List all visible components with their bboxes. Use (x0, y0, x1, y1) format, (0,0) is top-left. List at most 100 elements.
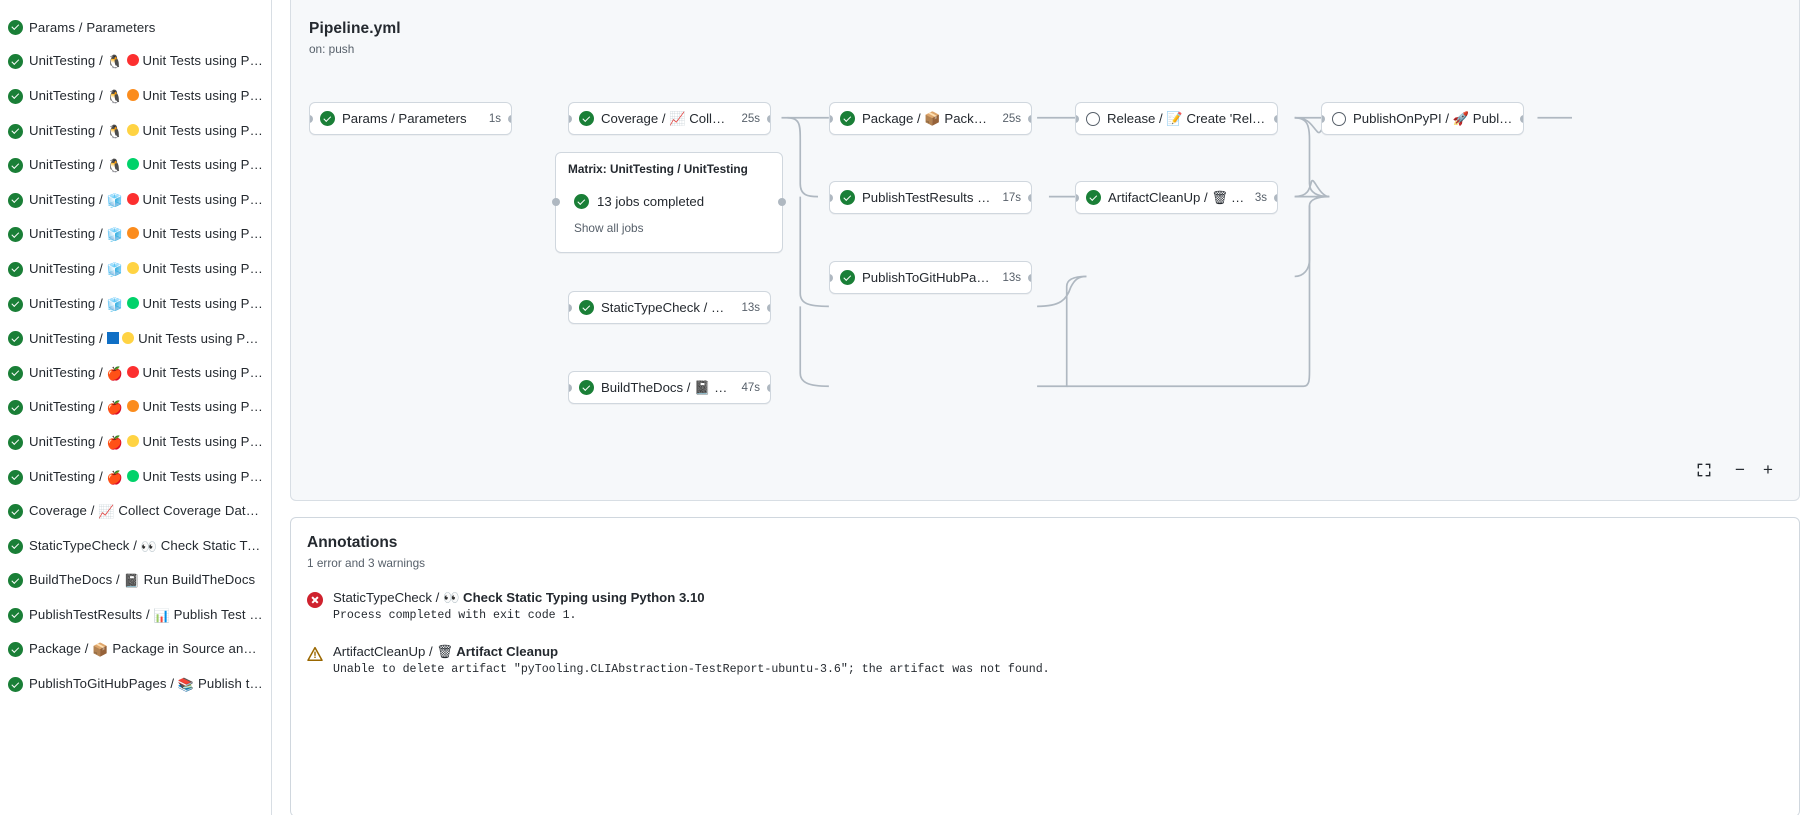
job-status (8, 642, 23, 658)
sidebar-job-label: UnitTesting / 🐧 Unit Tests using Pyth... (29, 87, 263, 104)
annotations-summary: 1 error and 3 warnings (307, 556, 426, 570)
sidebar-job-label: UnitTesting / 🧊 Unit Tests using Pyth... (29, 295, 263, 312)
graph-node-pypi[interactable]: PublishOnPyPI / 🚀 Publish to ... (1321, 102, 1524, 135)
success-check-icon (8, 296, 23, 312)
sidebar-job-unittesting[interactable]: UnitTesting / 🧊 Unit Tests using Pyth... (0, 183, 271, 218)
sidebar-job-label: UnitTesting / 🍎 Unit Tests using Pyth... (29, 433, 263, 450)
graph-node-ghpages[interactable]: PublishToGitHubPages / 📚 ...13s (829, 261, 1032, 294)
graph-node-label: ArtifactCleanUp / 🗑 Artifac... (1108, 189, 1246, 205)
sidebar-job-label: UnitTesting / 🍎 Unit Tests using Pyth... (29, 364, 263, 381)
workflow-graph-card[interactable]: Pipeline.yml on: push (290, 0, 1800, 501)
matrix-output-port (778, 198, 786, 206)
fit-screen-icon[interactable] (1691, 458, 1717, 482)
zoom-out-button[interactable]: − (1735, 460, 1745, 479)
node-input-port (1076, 115, 1079, 123)
graph-node-cleanup[interactable]: ArtifactCleanUp / 🗑 Artifac... 3s (1075, 181, 1278, 214)
apple-icon: 🍎 (106, 434, 123, 450)
node-input-port (1076, 194, 1079, 202)
sidebar-job-buildthedocs[interactable]: BuildTheDocs / 📓 Run BuildTheDocs (0, 564, 271, 599)
sidebar-job-unittesting[interactable]: UnitTesting / 🧊 Unit Tests using Pyth... (0, 287, 271, 322)
job-status (8, 123, 23, 139)
job-status (8, 469, 23, 485)
sidebar-job-statictypecheck[interactable]: StaticTypeCheck / 👀 Check Static Typing.… (0, 529, 271, 564)
graph-node-package[interactable]: Package / 📦 Package in So...25s (829, 102, 1032, 135)
node-input-port (569, 304, 572, 312)
sidebar-job-publishtestresults[interactable]: PublishTestResults / 📊 Publish Test Resu… (0, 598, 271, 633)
sidebar-job-label: UnitTesting / 🍎 Unit Tests using Pyth... (29, 468, 263, 485)
success-check-icon (840, 111, 855, 126)
success-check-icon (8, 538, 23, 554)
node-input-port (830, 274, 833, 282)
success-check-icon (8, 607, 23, 623)
success-check-icon (8, 331, 23, 347)
python-version-dot (126, 365, 139, 378)
graph-node-coverage[interactable]: Coverage / 📈 Collect Cove... 25s (568, 102, 771, 135)
job-status (8, 192, 23, 208)
workflow-trigger: on: push (309, 42, 355, 56)
sidebar-job-unittesting[interactable]: UnitTesting / 🍎 Unit Tests using Pyth... (0, 425, 271, 460)
sidebar-job-publishtogithubpages[interactable]: PublishToGitHubPages / 📚 Publish to G... (0, 667, 271, 702)
graph-node-builddocs[interactable]: BuildTheDocs / 📓 Run Buil...47s (568, 371, 771, 404)
apple-icon: 🍎 (106, 469, 123, 485)
sidebar-job-package[interactable]: Package / 📦 Package in Source and Wh... (0, 633, 271, 668)
sidebar-job-unittesting[interactable]: UnitTesting / Unit Tests using Pyth... (0, 321, 271, 356)
graph-node-label: Coverage / 📈 Collect Cove... (601, 110, 732, 126)
penguin-icon: 🐧 (106, 123, 123, 139)
node-input-port (1322, 115, 1325, 123)
sidebar-job-unittesting[interactable]: UnitTesting / 🐧 Unit Tests using Pyth... (0, 114, 271, 149)
success-check-icon (8, 192, 23, 208)
graph-edges (781, 116, 1573, 388)
sidebar-job-unittesting[interactable]: UnitTesting / 🐧 Unit Tests using Pyth... (0, 45, 271, 80)
sidebar-job-unittesting[interactable]: UnitTesting / 🍎 Unit Tests using Pyth... (0, 356, 271, 391)
matrix-group-unittesting[interactable]: Matrix: UnitTesting / UnitTesting 13 job… (552, 152, 786, 253)
success-check-icon (1086, 190, 1101, 205)
job-status (8, 677, 23, 693)
sidebar-job-unittesting[interactable]: UnitTesting / 🧊 Unit Tests using Pyth... (0, 218, 271, 253)
node-output-port (1274, 194, 1277, 202)
graph-node-statictype[interactable]: StaticTypeCheck / 👀 Chec...13s (568, 291, 771, 324)
graph-node-label: Release / 📝 Create 'Release P... (1107, 110, 1267, 126)
python-version-dot (126, 400, 139, 413)
graph-node-label: Package / 📦 Package in So... (862, 110, 994, 126)
graph-node-release[interactable]: Release / 📝 Create 'Release P... (1075, 102, 1278, 135)
zoom-in-button[interactable]: + (1763, 460, 1773, 479)
sidebar-job-params[interactable]: Params / Parameters (0, 10, 271, 45)
success-check-icon (8, 434, 23, 450)
node-output-port (1028, 274, 1031, 282)
graph-node-duration: 25s (741, 112, 760, 125)
annotation-title: StaticTypeCheck / 👀 Check Static Typing … (333, 590, 705, 605)
success-check-icon (8, 400, 23, 416)
sidebar-job-unittesting[interactable]: UnitTesting / 🍎 Unit Tests using Pyth... (0, 460, 271, 495)
annotations-card: Annotations 1 error and 3 warnings Stati… (290, 517, 1800, 815)
success-check-icon (8, 227, 23, 243)
success-check-icon (8, 642, 23, 658)
job-status (8, 434, 23, 450)
package-icon: 📦 (92, 642, 109, 658)
python-version-dot (122, 332, 135, 345)
sidebar-job-unittesting[interactable]: UnitTesting / 🧊 Unit Tests using Pyth... (0, 252, 271, 287)
graph-node-duration: 17s (1002, 191, 1021, 204)
graph-node-duration: 3s (1254, 191, 1267, 204)
node-output-port (1028, 115, 1031, 123)
graph-node-label: Params / Parameters (342, 111, 467, 126)
sidebar-job-label: UnitTesting / 🍎 Unit Tests using Pyth... (29, 399, 263, 416)
python-version-dot (126, 54, 139, 67)
graph-zoom-controls[interactable]: − + (1691, 458, 1781, 482)
sidebar-job-unittesting[interactable]: UnitTesting / 🍎 Unit Tests using Pyth... (0, 391, 271, 426)
success-check-icon (8, 365, 23, 381)
graph-node-label: StaticTypeCheck / 👀 Chec... (601, 299, 732, 315)
sidebar-job-unittesting[interactable]: UnitTesting / 🐧 Unit Tests using Pyth... (0, 79, 271, 114)
matrix-summary-row[interactable]: 13 jobs completed (574, 194, 704, 209)
graph-node-testres[interactable]: PublishTestResults / 📊 Pu... 17s (829, 181, 1032, 214)
graph-node-label: PublishTestResults / 📊 Pu... (862, 189, 993, 205)
sidebar-job-coverage[interactable]: Coverage / 📈 Collect Coverage Data usi..… (0, 494, 271, 529)
node-input-port (830, 194, 833, 202)
cube-icon: 🧊 (106, 227, 123, 243)
node-input-port (569, 115, 572, 123)
sidebar-job-unittesting[interactable]: UnitTesting / 🐧 Unit Tests using Pyth... (0, 148, 271, 183)
show-all-jobs-link[interactable]: Show all jobs (574, 221, 644, 235)
